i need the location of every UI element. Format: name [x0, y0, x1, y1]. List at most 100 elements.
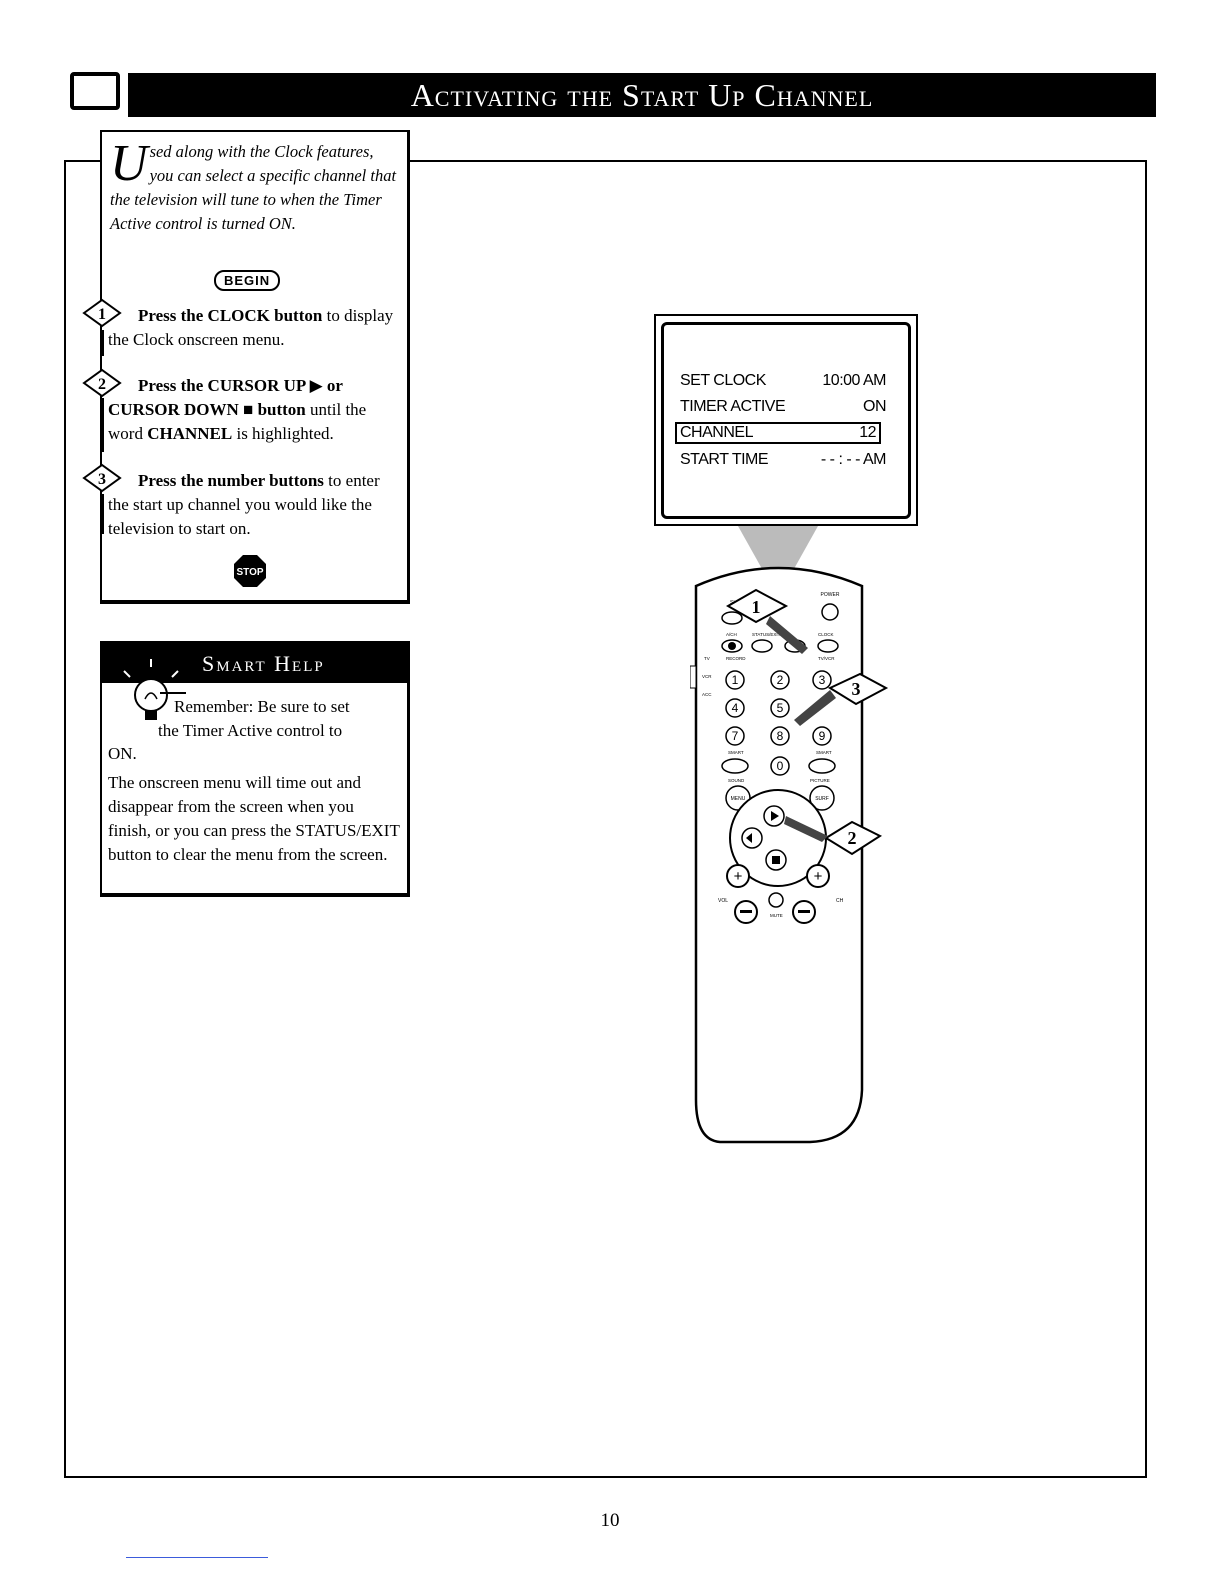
header-square-icon [70, 72, 120, 110]
vol-label: VOL [718, 898, 728, 904]
svg-text:4: 4 [732, 701, 739, 715]
step-3-number: 3 [98, 471, 106, 488]
mute-label: MUTE [770, 913, 783, 918]
menu-row-set-clock: SET CLOCK 10:00 AM [680, 370, 886, 392]
step-1-diamond-icon: 1 [82, 298, 122, 328]
callout-1-diamond-icon [725, 588, 789, 624]
step-1-bar [102, 330, 104, 356]
digit-button-7[interactable] [725, 726, 745, 746]
step-1-bold: Press the CLOCK button [138, 306, 323, 325]
digit-button-1[interactable] [725, 670, 745, 690]
menu-label: TIMER ACTIVE [680, 398, 786, 415]
picture-label: PICTURE [810, 778, 830, 783]
callout-3-finger-icon [794, 690, 836, 726]
digit-button-3[interactable] [812, 670, 832, 690]
digit-button-4[interactable] [725, 698, 745, 718]
record-label: RECORD [726, 656, 746, 661]
tv-screen-inner [661, 322, 911, 519]
ir-beam-icon [738, 526, 818, 576]
step-3-diamond-icon: 3 [82, 463, 122, 493]
ch-label: CH [836, 898, 844, 904]
stop-sign-icon: STOP [234, 555, 266, 587]
svg-text:MENU: MENU [731, 796, 746, 802]
power-button[interactable] [821, 603, 839, 621]
smart-sound-button[interactable] [721, 758, 749, 774]
clock-button[interactable] [817, 639, 839, 653]
drop-cap: U [110, 135, 148, 192]
svg-text:8: 8 [777, 729, 784, 743]
step-2-bar [102, 398, 104, 452]
svg-text:5: 5 [777, 701, 784, 715]
status-label: STATUS/EXIT [752, 632, 781, 637]
smart-help-title: Smart Help [202, 651, 325, 676]
callout-3-diamond-icon [827, 672, 889, 706]
tv-screen: SET CLOCK 10:00 AM TIMER ACTIVE ON CHANN… [654, 314, 918, 526]
menu-row-channel-highlighted: CHANNEL 12 [675, 422, 881, 444]
sound-label: SOUND [728, 778, 745, 783]
menu-row-timer-active: TIMER ACTIVE ON [680, 396, 887, 418]
menu-row-start-time: START TIME - - : - - AM [680, 449, 887, 471]
menu-value: 10:00 AM [822, 372, 886, 389]
intro-text: sed along with the Clock features, you c… [110, 142, 397, 233]
svg-text:9: 9 [819, 729, 826, 743]
surf-button[interactable] [809, 785, 835, 811]
step-2: 2 Press the CURSOR UP ▶ or CURSOR DOWN ■… [82, 368, 404, 446]
menu-label: START TIME [680, 451, 769, 468]
sleep-button[interactable] [721, 611, 743, 625]
digit-button-5[interactable] [770, 698, 790, 718]
step-2-diamond-icon: 2 [82, 368, 122, 398]
step-2-rest: until the word [108, 400, 367, 443]
content-frame [64, 160, 1147, 1478]
page-number: 10 [600, 1510, 620, 1531]
svg-text:STOP: STOP [236, 567, 263, 578]
smart-help-timer: the Timer Active control to [158, 721, 343, 740]
volume-up-button[interactable] [726, 864, 750, 888]
svg-text:SURF: SURF [815, 796, 829, 802]
footer-divider [126, 1557, 268, 1558]
smart-help-body: The onscreen menu will time out and disa… [108, 773, 400, 864]
smart-right-label: SMART [816, 750, 832, 755]
smart-help-on: ON. [108, 744, 137, 763]
step-3: 3 Press the number buttons to enter the … [82, 463, 404, 541]
acc-label: ACC [702, 692, 712, 697]
svg-text:+: + [814, 868, 823, 885]
step-2-bold: Press the CURSOR UP ▶ or CURSOR DOWN ■ b… [108, 376, 343, 419]
smart-picture-button[interactable] [808, 758, 836, 774]
smart-help-panel: Smart Help Remember: Be sure to set the … [100, 641, 410, 897]
menu-label: SET CLOCK [680, 372, 766, 389]
svg-text:7: 7 [732, 729, 739, 743]
status-exit-button[interactable] [751, 639, 773, 653]
page-title-bar: Activating the Start Up Channel [128, 73, 1156, 117]
step-2-bold2: CHANNEL [147, 424, 233, 443]
svg-text:3: 3 [852, 679, 861, 699]
mute-button[interactable] [768, 892, 784, 908]
step-1-number: 1 [98, 306, 106, 323]
mode-switch[interactable] [690, 665, 697, 689]
page-title: Activating the Start Up Channel [410, 76, 874, 113]
svg-text:0: 0 [777, 759, 784, 773]
channel-up-button[interactable] [806, 864, 830, 888]
smart-help-remember: Remember: Be sure to set [174, 697, 350, 716]
lightbulb-icon [123, 659, 186, 720]
remote-control: POWER SLEEP A/CH STATUS/EXIT CLOCK TV RE… [690, 526, 889, 1144]
digit-button-9[interactable] [812, 726, 832, 746]
tvvcr-label: TV/VCR [818, 656, 835, 661]
callout-1-finger-icon [766, 616, 808, 654]
smart-help-bar: Smart Help [102, 643, 408, 683]
step-3-bold: Press the number buttons [138, 471, 324, 490]
svg-text:1: 1 [752, 597, 761, 617]
tv-label: TV [704, 656, 710, 661]
svg-text:3: 3 [819, 673, 826, 687]
vcr-label: VCR [702, 674, 712, 679]
step-1: 1 Press the CLOCK button to display the … [82, 298, 404, 352]
svg-text:+: + [734, 868, 743, 885]
menu-label: CHANNEL [680, 424, 753, 441]
clock-label: CLOCK [818, 632, 834, 637]
step-2-rest2: is highlighted. [232, 424, 334, 443]
digit-button-8[interactable] [770, 726, 790, 746]
digit-button-0[interactable] [770, 756, 790, 776]
svg-text:1: 1 [732, 673, 739, 687]
digit-button-2[interactable] [770, 670, 790, 690]
